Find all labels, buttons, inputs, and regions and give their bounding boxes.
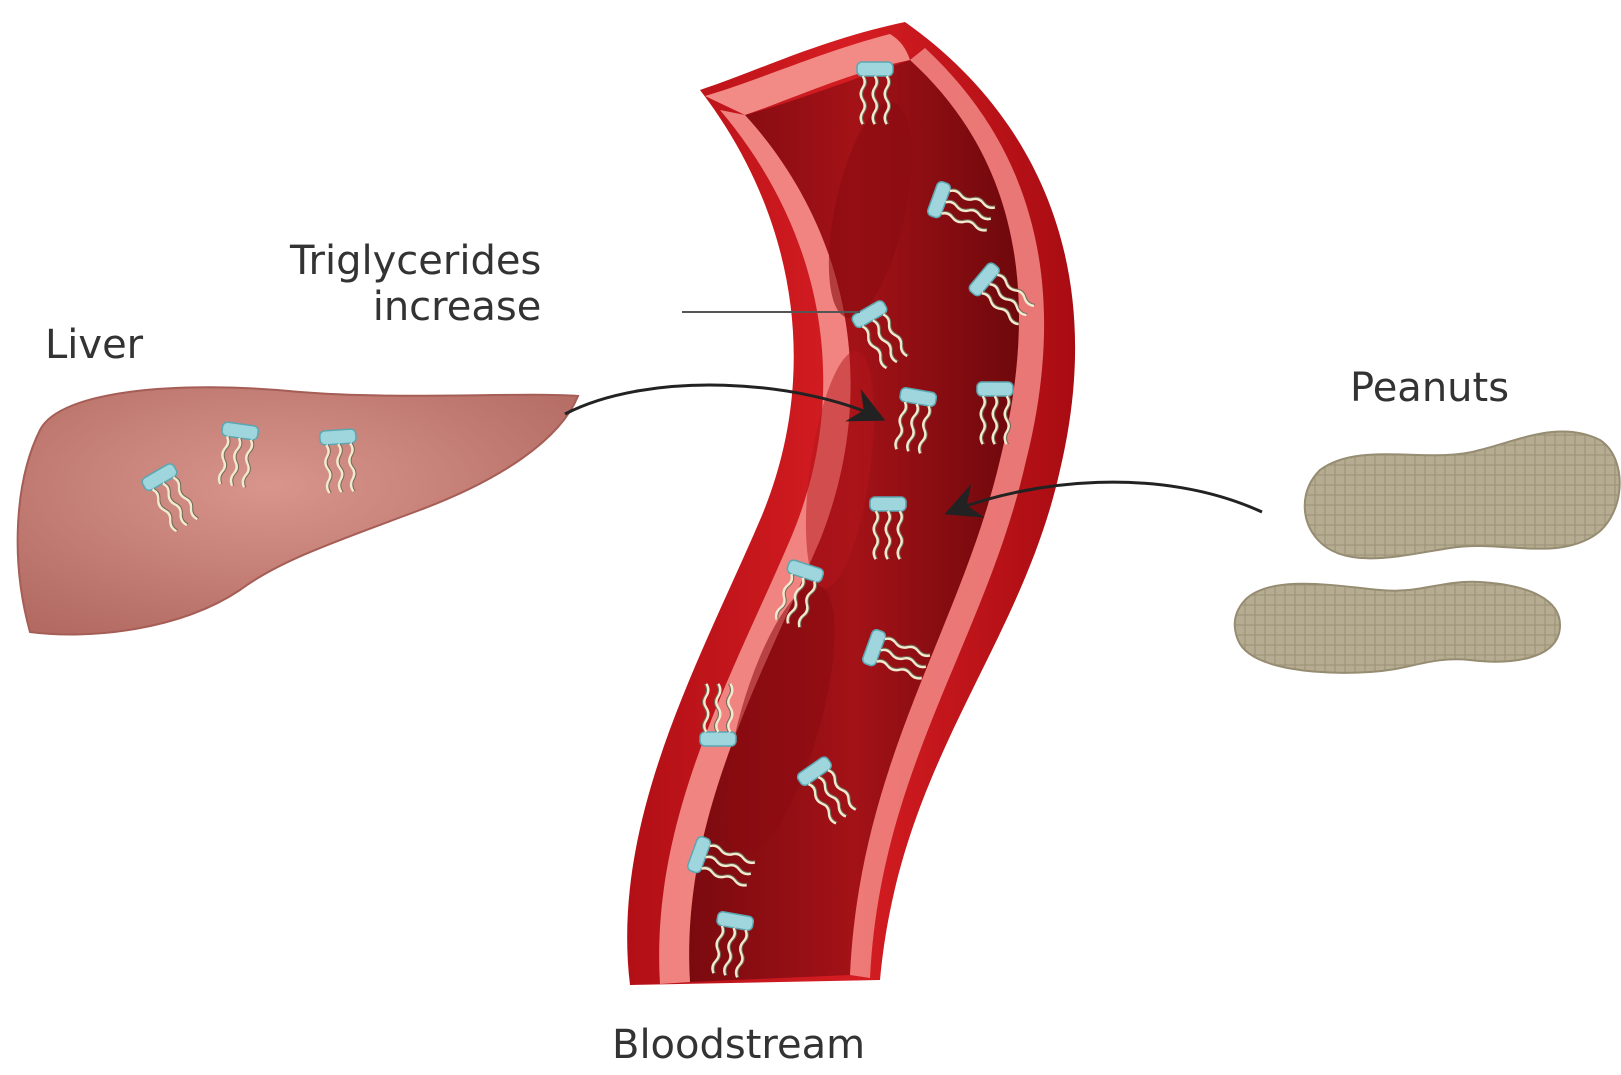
triglycerides-label-line2: increase [290, 284, 541, 330]
triglycerides-label: Triglycerides increase [290, 238, 541, 330]
liver-label: Liver [45, 322, 143, 368]
liver-illustration [18, 387, 578, 634]
peanut-illustration [1235, 431, 1620, 672]
peanuts-label: Peanuts [1350, 365, 1509, 411]
bloodstream-label: Bloodstream [612, 1022, 865, 1068]
blood-vessel-illustration [627, 22, 1075, 985]
triglycerides-label-line1: Triglycerides [290, 238, 541, 284]
